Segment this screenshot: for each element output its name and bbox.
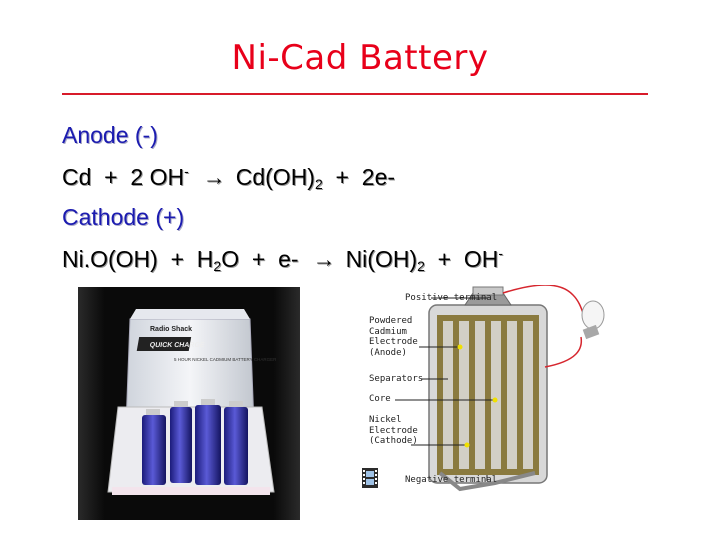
charger-product-name: QUICK CHARGE	[149, 342, 205, 349]
nicad-cell-diagram: Positive terminal Powdered Cadmium Elect…	[345, 285, 635, 495]
anode-reactants: Cd + 2 OH	[62, 164, 185, 190]
title-underline	[62, 93, 648, 95]
cathode-reaction: Ni.O(OH) + H2O + e-→Ni(OH)2 + OH-	[62, 245, 503, 274]
battery-charger-photo: Radio Shack QUICK CHARGE 5 HOUR NICKEL C…	[78, 287, 300, 520]
label-core: Core	[369, 394, 391, 404]
charger-brand: Radio Shack	[150, 326, 192, 333]
anode-electrons: + 2e-	[322, 164, 396, 190]
light-bulb-icon	[581, 300, 605, 340]
cathode-reactants: Ni.O(OH) + H	[62, 246, 214, 272]
reaction-arrow-icon: →	[202, 164, 226, 190]
film-strip-icon[interactable]	[362, 468, 378, 488]
anode-reaction: Cd + 2 OH-→ Cd(OH)2 + 2e-	[62, 163, 395, 192]
charger-subtitle: 5 HOUR NICKEL CADMIUM BATTERY CHARGER	[174, 357, 277, 362]
anode-hydroxide-charge: -	[184, 163, 189, 179]
label-cathode: Nickel Electrode (Cathode)	[369, 415, 418, 446]
charger-label-plate	[136, 337, 192, 351]
cathode-product-subscript: 2	[417, 258, 425, 274]
cell-cross-section	[395, 285, 605, 492]
slide-title: Ni-Cad Battery	[231, 38, 489, 78]
cathode-reactants-tail: O + e-	[221, 246, 299, 272]
water-subscript: 2	[213, 258, 222, 274]
anode-heading: Anode (-)	[62, 122, 158, 148]
label-negative-terminal: Negative terminal	[405, 475, 498, 485]
anode-product: Cd(OH)	[235, 164, 315, 190]
label-anode: Powdered Cadmium Electrode (Anode)	[369, 316, 418, 358]
cathode-product: Ni(OH)	[345, 246, 418, 272]
cathode-hydroxide: + OH	[424, 246, 499, 272]
anode-product-subscript: 2	[314, 176, 323, 192]
reaction-arrow-icon: →	[312, 246, 336, 272]
battery-cells	[142, 399, 248, 485]
cathode-hydroxide-charge: -	[498, 245, 504, 261]
label-positive-terminal: Positive terminal	[405, 293, 498, 303]
cathode-heading: Cathode (+)	[62, 204, 185, 230]
label-separators: Separators	[369, 374, 424, 384]
